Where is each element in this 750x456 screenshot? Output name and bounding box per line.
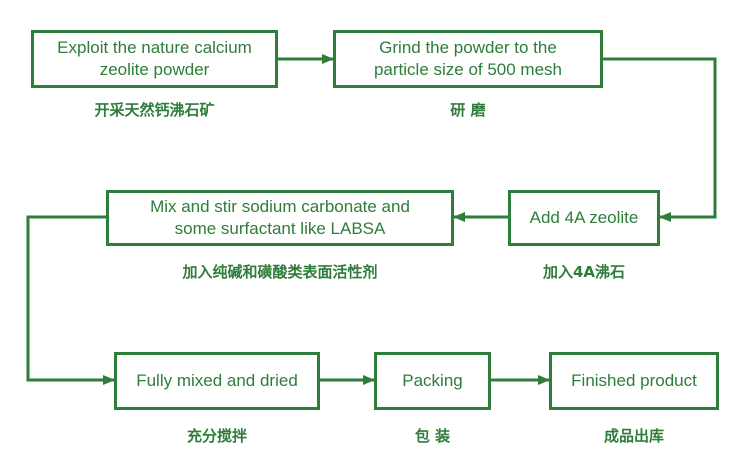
arrow-grind-to-add	[603, 57, 717, 222]
step-mix-line2: some surfactant like LABSA	[174, 219, 386, 238]
step-exploit-caption: 开采天然钙沸石矿	[94, 101, 215, 119]
step-add-box: Add 4A zeolite	[508, 190, 660, 246]
step-add-line1: Add 4A zeolite	[529, 208, 639, 227]
step-finished-line1: Finished product	[571, 371, 697, 390]
step-grind-line1: Grind the powder to the	[379, 38, 557, 57]
step-grind-line2: particle size of 500 mesh	[373, 60, 563, 79]
step-exploit-line1: Exploit the nature calcium	[57, 38, 252, 57]
step-fully-line1: Fully mixed and dried	[136, 371, 298, 390]
step-packing-line1: Packing	[402, 371, 463, 390]
step-mix-line1: Mix and stir sodium carbonate and	[150, 197, 410, 216]
step-packing-box: Packing	[374, 352, 491, 410]
step-finished-caption: 成品出库	[603, 427, 664, 445]
step-mix-box: Mix and stir sodium carbonate and some s…	[106, 190, 454, 246]
step-exploit-line2: zeolite powder	[99, 60, 210, 79]
step-finished-box: Finished product	[549, 352, 719, 410]
step-grind-box: Grind the powder to the particle size of…	[333, 30, 603, 88]
step-add-caption: 加入4A沸石	[542, 263, 626, 281]
step-grind-caption: 研 磨	[450, 101, 486, 119]
step-exploit-box: Exploit the nature calcium zeolite powde…	[31, 30, 278, 88]
step-fully-caption: 充分搅拌	[186, 427, 247, 445]
step-fully-box: Fully mixed and dried	[114, 352, 320, 410]
arrow-mix-to-fully	[26, 215, 115, 385]
step-packing-caption: 包 装	[414, 427, 451, 445]
step-mix-caption: 加入纯碱和磺酸类表面活性剂	[182, 263, 378, 281]
